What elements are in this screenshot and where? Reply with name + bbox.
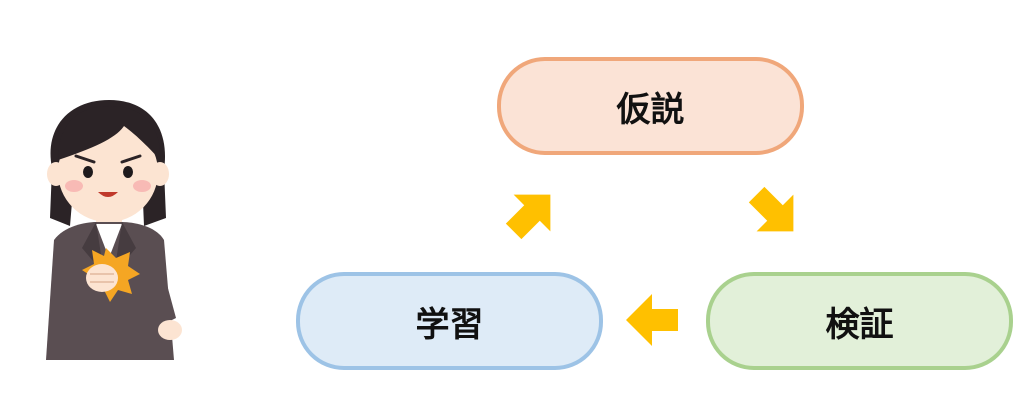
- arrow-hypothesis-to-verification: [733, 171, 818, 256]
- arrow-right-icon: [505, 194, 551, 240]
- node-verification-label: 検証: [825, 304, 894, 345]
- businesswoman-illustration: [24, 98, 206, 360]
- arrow-right-icon: [626, 294, 678, 346]
- node-learning-label: 学習: [415, 304, 484, 345]
- node-hypothesis-label: 仮説: [616, 89, 685, 130]
- businesswoman-fist-pump-icon: [46, 100, 182, 360]
- node-hypothesis: 仮説: [497, 57, 804, 155]
- arrow-verification-to-learning: [622, 290, 682, 350]
- node-learning: 学習: [296, 272, 603, 370]
- arrow-right-icon: [748, 186, 794, 232]
- arrow-learning-to-hypothesis: [490, 171, 575, 256]
- node-verification: 検証: [706, 272, 1013, 370]
